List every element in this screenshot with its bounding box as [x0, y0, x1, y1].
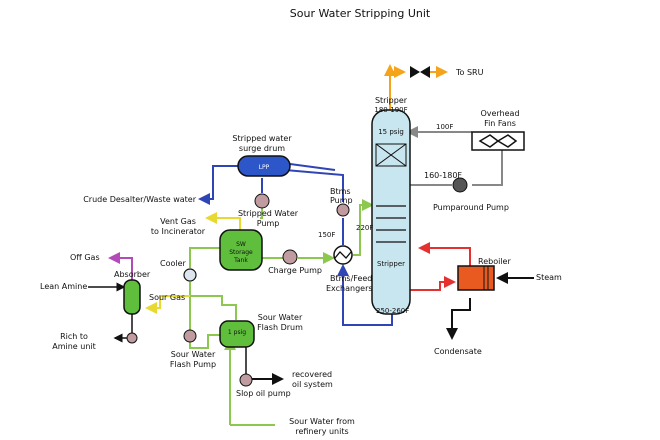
rich-amine-label-1: Rich to — [60, 332, 88, 341]
flash-pump-line — [189, 334, 222, 349]
cooler-label: Cooler — [160, 259, 187, 268]
flash-drum-label-1: Sour Water — [258, 313, 303, 322]
bottoms-line — [337, 264, 393, 326]
sour-water-from-label-2: refinery units — [295, 427, 348, 436]
slop-oil-pump-label: Slop oil pump — [236, 389, 291, 398]
lean-amine-label: Lean Amine — [40, 282, 87, 291]
bottom-temperature-label: 250-260F — [376, 307, 409, 315]
temp-160-180f-label: 160-180F — [424, 171, 462, 180]
steam-label: Steam — [536, 273, 562, 282]
sour-gas-line — [145, 295, 190, 314]
reboiler-exchanger — [457, 265, 495, 291]
surge-drum-label-2: surge drum — [239, 144, 285, 153]
exchanger-to-stripper-line — [353, 199, 374, 256]
stripped-pump-to-tank-line — [260, 208, 263, 219]
btms-feed-label-2: Exchangers — [326, 284, 373, 293]
slop-oil-pump — [239, 373, 253, 387]
off-gas-label: Off Gas — [70, 253, 100, 262]
stripped-water-surge-drum: LPP — [237, 155, 291, 177]
flash-pump-label-2: Flash Pump — [170, 360, 216, 369]
reboiler-return-line — [418, 242, 471, 270]
surge-drum-label-1: Stripped water — [232, 134, 292, 143]
temp-100f-label: 100F — [436, 123, 453, 131]
pumparound-pump-label: Pumparound Pump — [433, 203, 509, 212]
temp-150f-label: 150F — [318, 231, 335, 239]
sw-storage-tank: SW Storage Tank — [219, 229, 263, 271]
absorber-vessel — [123, 279, 141, 315]
vent-gas-label-2: to Incinerator — [151, 227, 206, 236]
absorber-label: Absorber — [114, 270, 151, 279]
flash-drum-label-2: Flash Drum — [257, 323, 303, 332]
stripped-water-pump-label-1: Stripped Water — [238, 209, 299, 218]
recovered-oil-label-2: oil system — [292, 380, 333, 389]
crude-desalter-label: Crude Desalter/Waste water — [83, 195, 196, 204]
sour-gas-label: Sour Gas — [149, 293, 185, 302]
btms-pump-label-2: Pump — [330, 196, 353, 205]
stripper-top-label: Stripper — [375, 96, 408, 105]
sour-water-from-label-1: Sour Water from — [289, 417, 355, 426]
off-gas-line — [108, 252, 133, 283]
temp-220f-label: 220F — [356, 224, 373, 232]
rich-amine-label-2: Amine unit — [52, 342, 96, 351]
top-temperature-label: 180-190F — [374, 106, 407, 114]
reboiler-in-line — [408, 276, 456, 291]
stripped-water-pump — [254, 193, 270, 209]
sour-water-flash-pump — [183, 329, 197, 343]
flash-drum-gas-line — [190, 295, 237, 320]
sour-water-flash-drum: 1 psig — [219, 320, 255, 348]
condensate-line — [446, 298, 471, 340]
overhead-fin-fans — [471, 131, 525, 151]
to-sru-label: To SRU — [455, 68, 484, 77]
diagram-title: Sour Water Stripping Unit — [290, 7, 431, 20]
charge-pump — [282, 249, 298, 265]
btms-pump — [336, 203, 350, 217]
recovered-oil-label-1: recovered — [292, 370, 332, 379]
overhead-fans-label-2: Fin Fans — [484, 119, 516, 128]
drum-inlet-line — [289, 163, 336, 171]
reboiler-label: Reboiler — [478, 257, 511, 266]
tank-to-cooler-line — [189, 247, 232, 268]
surge-drum-inner-label: LPP — [259, 164, 270, 171]
stripped-water-pump-label-2: Pump — [257, 219, 280, 228]
flash-drum-inner-label: 1 psig — [228, 329, 246, 336]
charge-pump-label: Charge Pump — [268, 266, 322, 275]
cooler — [183, 268, 197, 282]
vent-gas-line — [205, 212, 241, 230]
btms-feed-label-1: Btms/Feed — [330, 274, 372, 283]
storage-tank-label-3: Tank — [233, 257, 248, 264]
pressure-label: 15 psig — [378, 128, 404, 136]
pumparound-to-fans-line — [472, 150, 503, 186]
drum-to-desalter-line — [198, 165, 240, 205]
btms-feed-exchanger — [333, 245, 353, 265]
vent-gas-label-1: Vent Gas — [160, 217, 196, 226]
pumparound-pump — [452, 177, 468, 193]
stripper-column — [371, 109, 411, 315]
overhead-fans-label-1: Overhead — [480, 109, 519, 118]
rich-amine-pump — [126, 332, 138, 344]
storage-tank-label-2: Storage — [229, 249, 253, 256]
stripper-body-label: Stripper — [377, 260, 405, 268]
storage-tank-label-1: SW — [236, 241, 246, 248]
flash-pump-label-1: Sour Water — [171, 350, 216, 359]
sru-control-valve — [410, 66, 430, 78]
btms-pump-label-1: Btms — [330, 187, 351, 196]
condensate-label: Condensate — [434, 347, 482, 356]
